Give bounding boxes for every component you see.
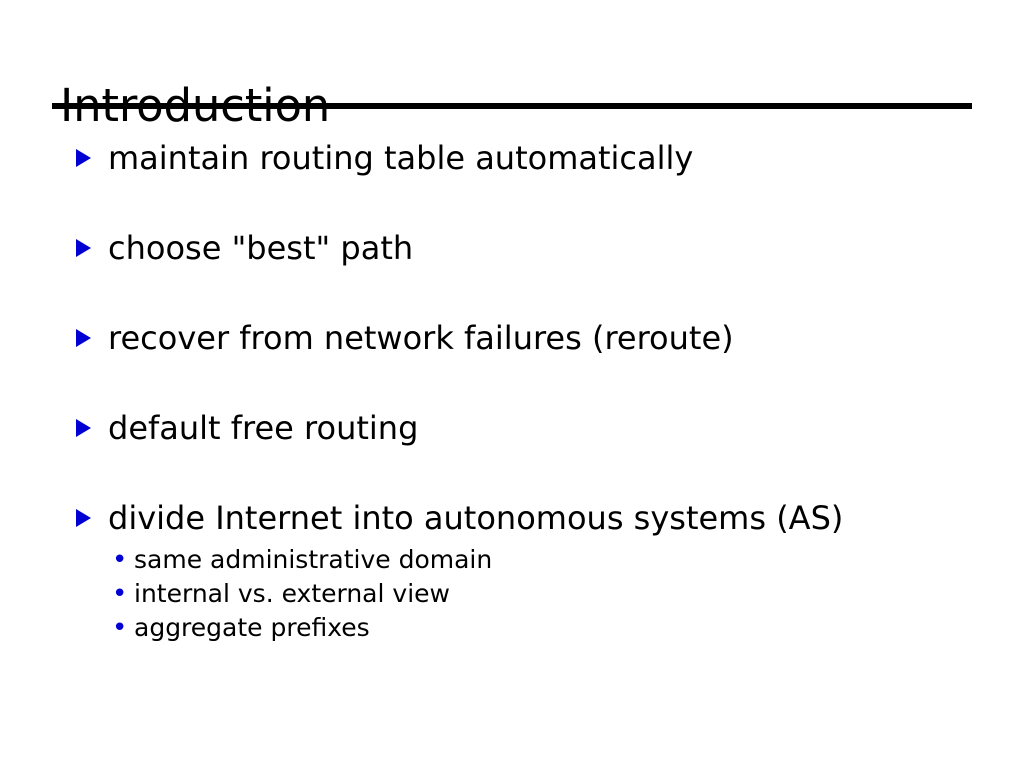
triangle-right-icon: [76, 235, 94, 257]
list-item: default free routing: [0, 409, 1024, 449]
list-item-label: default free routing: [108, 409, 419, 447]
sub-bullet-list: • same administrative domain • internal …: [108, 543, 1024, 645]
list-item-label: recover from network failures (reroute): [108, 319, 734, 357]
triangle-right-icon: [76, 505, 94, 527]
title-underline-rule: [52, 103, 972, 109]
list-item: divide Internet into autonomous systems …: [0, 499, 1024, 645]
triangle-right-icon: [76, 325, 94, 347]
list-item-label: maintain routing table automatically: [108, 139, 694, 177]
sub-list-item: • internal vs. external view: [108, 577, 1024, 611]
list-item: choose "best" path: [0, 229, 1024, 269]
list-item: maintain routing table automatically: [0, 139, 1024, 179]
sub-list-item-label: aggregate prefixes: [134, 613, 370, 642]
list-item-label: choose "best" path: [108, 229, 414, 267]
dot-bullet-icon: •: [112, 613, 128, 643]
list-item: recover from network failures (reroute): [0, 319, 1024, 359]
sub-list-item-label: same administrative domain: [134, 545, 493, 574]
list-item-label: divide Internet into autonomous systems …: [108, 499, 844, 537]
sub-list-item-label: internal vs. external view: [134, 579, 450, 608]
sub-list-item: • same administrative domain: [108, 543, 1024, 577]
dot-bullet-icon: •: [112, 579, 128, 609]
triangle-right-icon: [76, 145, 94, 167]
bullet-list: maintain routing table automatically cho…: [0, 139, 1024, 645]
sub-list-item: • aggregate prefixes: [108, 611, 1024, 645]
triangle-right-icon: [76, 415, 94, 437]
dot-bullet-icon: •: [112, 545, 128, 575]
